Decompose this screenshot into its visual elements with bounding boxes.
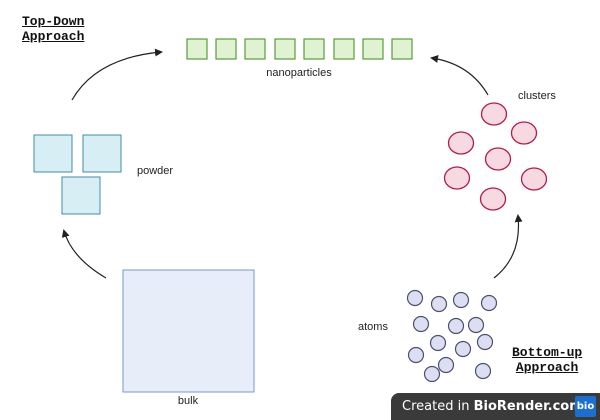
cluster xyxy=(479,187,507,211)
cluster xyxy=(480,102,508,126)
atom xyxy=(467,316,485,334)
bulk-block xyxy=(122,269,255,393)
top-down-heading-line: Top-Down xyxy=(22,14,85,29)
cluster xyxy=(484,147,512,171)
powder-block xyxy=(61,176,101,215)
cluster xyxy=(520,167,548,191)
nanoparticle xyxy=(244,38,266,60)
top-down-approach-heading: Top-Down Approach xyxy=(22,14,84,44)
badge-text: Created in BioRender.com xyxy=(402,399,583,414)
nanoparticle xyxy=(362,38,384,60)
nanoparticle xyxy=(391,38,413,60)
powder-label: powder xyxy=(137,165,174,177)
biorender-badge[interactable]: Created in BioRender.com bio xyxy=(391,393,600,420)
atom xyxy=(454,340,472,358)
cluster xyxy=(447,131,475,155)
nanoparticle xyxy=(274,38,296,60)
atom xyxy=(452,291,470,309)
badge-prefix: Created in xyxy=(402,399,474,414)
nanoparticle xyxy=(333,38,355,60)
bottom-up-heading-line: Bottom-up xyxy=(512,345,583,360)
atom xyxy=(474,362,492,380)
bottom-up-heading-line: Approach xyxy=(515,360,579,375)
clusters-group xyxy=(443,102,548,211)
nanoparticles-label: nanoparticles xyxy=(266,67,332,79)
nanoparticle xyxy=(215,38,237,60)
powder-block xyxy=(82,134,122,173)
atoms-group xyxy=(406,289,498,383)
bulk-label: bulk xyxy=(177,395,199,407)
arrow-bulk-to-powder xyxy=(61,229,107,279)
atom xyxy=(430,295,448,313)
cluster xyxy=(443,166,471,190)
atom xyxy=(407,346,425,364)
atom xyxy=(476,333,494,351)
biorender-logo-icon: bio xyxy=(575,396,596,417)
cluster xyxy=(510,121,538,145)
atom xyxy=(423,365,441,383)
arrow-atoms-to-clusters xyxy=(493,214,523,279)
arrow-clusters-to-nanoparticles xyxy=(430,54,489,96)
atom xyxy=(406,289,424,307)
nanoparticle xyxy=(303,38,325,60)
badge-brand: BioRender.com xyxy=(473,399,583,414)
nanoparticles-row xyxy=(186,38,413,60)
powder-group xyxy=(33,134,122,215)
top-down-heading-line: Approach xyxy=(22,29,85,44)
atom xyxy=(447,317,465,335)
nanoparticle xyxy=(186,38,208,60)
clusters-label: clusters xyxy=(518,90,556,102)
bottom-up-approach-heading: Bottom-up Approach xyxy=(512,345,582,375)
atom xyxy=(412,315,430,333)
atom xyxy=(437,356,455,374)
arrow-powder-to-nanoparticles xyxy=(71,48,163,101)
powder-block xyxy=(33,134,73,173)
atom xyxy=(480,294,498,312)
atoms-label: atoms xyxy=(358,321,388,333)
atom xyxy=(429,334,447,352)
